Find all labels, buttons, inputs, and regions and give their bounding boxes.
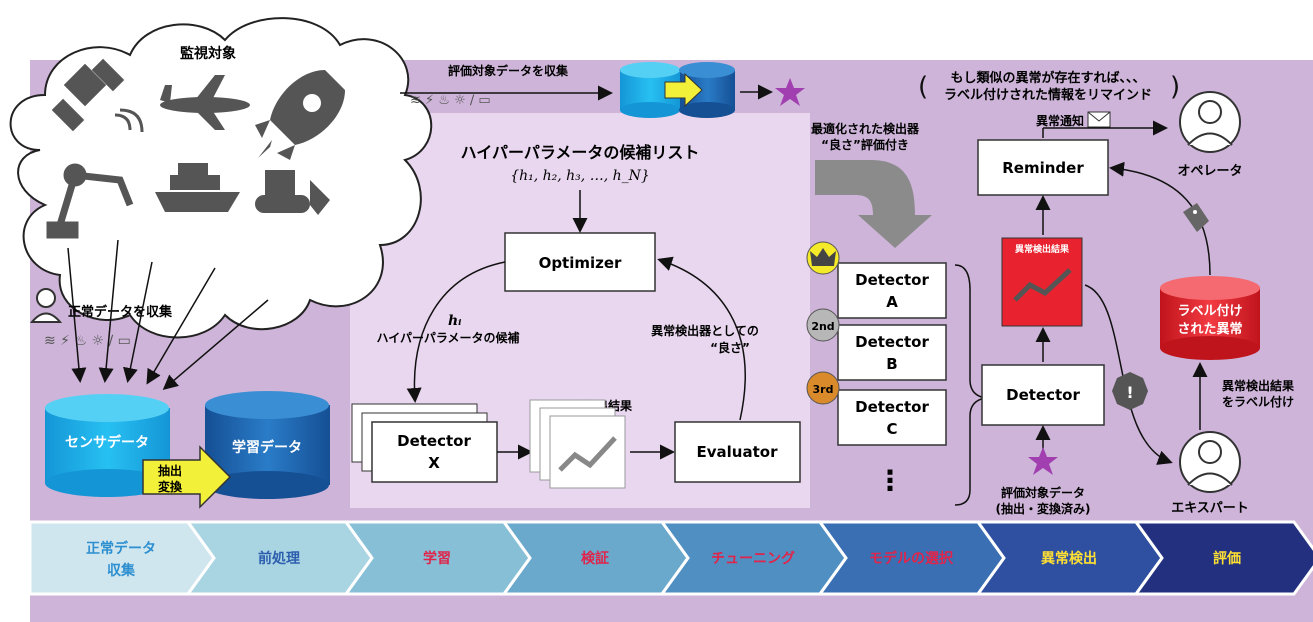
svg-text:Detector: Detector xyxy=(855,333,929,351)
mail-icon xyxy=(1087,111,1111,128)
star-icon-right xyxy=(1028,447,1058,475)
detector-c-box: Detector C xyxy=(837,389,947,446)
hi-label: hᵢ xyxy=(448,313,462,329)
expert-label: エキスパート xyxy=(1171,501,1249,516)
second-badge: 2nd xyxy=(806,308,840,342)
svg-text:≋ ⚡ ♨ ☼ ∕ ▭: ≋ ⚡ ♨ ☼ ∕ ▭ xyxy=(410,93,491,108)
svg-text:Reminder: Reminder xyxy=(1002,159,1084,177)
optimizer-box: Optimizer xyxy=(504,232,656,292)
evaluator-box: Evaluator xyxy=(674,421,801,483)
hp-candidate-label: ハイパーパラメータの候補 xyxy=(376,330,519,345)
svg-text:2nd: 2nd xyxy=(811,320,834,333)
rocket-icon xyxy=(255,70,345,160)
remind-text-2: ラベル付けされた情報をリマインド xyxy=(944,87,1152,103)
svg-text:A: A xyxy=(886,293,898,311)
svg-text:): ) xyxy=(1170,72,1180,102)
svg-text:ラベル付け: ラベル付け xyxy=(1177,303,1242,319)
evaluator-to-optimizer-arrow xyxy=(657,256,746,421)
svg-text:Detector: Detector xyxy=(397,432,471,450)
goodness-label-2: “良さ” xyxy=(710,340,750,355)
star-icon xyxy=(775,78,805,106)
hp-list-title: ハイパーパラメータの候補リスト xyxy=(461,143,700,162)
optimized-label-1: 最適化された検出器 xyxy=(811,121,920,136)
label-action-2: をラベル付け xyxy=(1222,394,1294,409)
optimized-label-2: “良さ”評価付き xyxy=(821,137,909,152)
hp-list-formula: {h₁, h₂, h₃, …, h_N} xyxy=(510,168,650,184)
detector-a-box: Detector A xyxy=(837,262,947,319)
collect-eval-label: 評価対象データを収集 xyxy=(448,63,569,78)
sensor-icons-top: ≋ ⚡ ♨ ☼ ∕ ▭ xyxy=(410,93,491,108)
svg-text:学習データ: 学習データ xyxy=(232,439,302,456)
score-chart-icon xyxy=(529,399,626,489)
labeled-anomaly-db: ラベル付け された異常 xyxy=(1160,276,1260,360)
pipeline-step-label: 異常検出 xyxy=(1041,550,1097,567)
svg-text:変換: 変換 xyxy=(158,479,183,494)
cloud-title: 監視対象 xyxy=(180,45,236,62)
crown-badge xyxy=(806,241,840,275)
result-to-expert-arrow xyxy=(1084,284,1173,465)
detector-box: Detector xyxy=(981,364,1105,426)
ship-icon xyxy=(155,163,240,212)
engineer-icon xyxy=(29,288,63,323)
pipeline-step-label: 検証 xyxy=(581,550,609,567)
pipeline-step-label: 学習 xyxy=(423,550,451,567)
label-action-1: 異常検出結果 xyxy=(1222,378,1294,393)
detector-b-box: Detector B xyxy=(837,324,947,381)
svg-text:Detector: Detector xyxy=(1006,386,1080,404)
anomaly-result-card: 異常検出結果 xyxy=(1001,237,1083,327)
collect-normal-label: 正常データを収集 xyxy=(68,304,173,320)
extract-transform-arrow: 抽出 変換 xyxy=(142,445,232,509)
expert-icon xyxy=(1179,431,1241,493)
svg-text:(: ( xyxy=(918,72,928,102)
pipeline-step-label: チューニング xyxy=(711,550,795,567)
notify-label: 異常通知 xyxy=(1036,113,1084,128)
svg-text:3rd: 3rd xyxy=(813,383,834,396)
svg-text:!: ! xyxy=(1126,383,1133,402)
gray-curved-arrow xyxy=(815,160,932,248)
svg-text:センサデータ: センサデータ xyxy=(65,434,149,451)
collect-arrows xyxy=(67,239,269,390)
svg-text:Detector: Detector xyxy=(855,271,929,289)
eval-data-label-2: (抽出・変換済み) xyxy=(996,501,1091,516)
sensor-icons-left: ≋ ⚡ ♨ ☼ ∕ ▭ xyxy=(44,333,131,349)
cloud-monitored-targets: 監視対象 xyxy=(9,17,433,339)
robot-arm-icon xyxy=(46,163,134,239)
pipeline-step-label: 前処理 xyxy=(258,550,300,567)
svg-text:B: B xyxy=(886,355,897,373)
svg-text:された異常: された異常 xyxy=(1177,321,1242,337)
svg-text:C: C xyxy=(886,420,897,438)
pipeline-step-label: モデルの選択 xyxy=(869,550,954,567)
svg-text:Optimizer: Optimizer xyxy=(539,254,622,272)
svg-text:抽出: 抽出 xyxy=(158,463,182,478)
svg-text:Evaluator: Evaluator xyxy=(697,443,779,461)
tag-icon xyxy=(1183,203,1209,232)
third-badge: 3rd xyxy=(806,371,840,405)
operator-label: オペレータ xyxy=(1177,164,1242,179)
svg-text:異常検出結果: 異常検出結果 xyxy=(1015,243,1070,255)
reminder-box: Reminder xyxy=(977,139,1109,196)
detector-x-box: Detector X xyxy=(351,403,498,483)
bulldozer-icon xyxy=(255,170,330,215)
pipeline-step-label: 収集 xyxy=(107,562,136,579)
svg-text:X: X xyxy=(428,454,440,472)
pipeline-step-label: 正常データ xyxy=(86,540,156,557)
eval-db-cylinders xyxy=(620,62,735,118)
svg-text:Detector: Detector xyxy=(855,398,929,416)
pipeline-step-8 xyxy=(1133,520,1313,596)
pipeline-step-label: 評価 xyxy=(1213,550,1241,567)
eval-data-label-1: 評価対象データ xyxy=(1001,485,1085,500)
airplane-icon xyxy=(160,75,250,130)
more-detectors-dots: ⋮ xyxy=(876,464,904,497)
optimizer-to-detector-arrow xyxy=(406,261,506,403)
training-data-db: 学習データ xyxy=(205,391,330,499)
pipeline-step-1 xyxy=(28,520,216,596)
operator-icon xyxy=(1179,91,1241,153)
goodness-label-1: 異常検出器としての xyxy=(651,323,759,338)
remind-text-1: もし類似の異常が存在すれば、、、 xyxy=(950,70,1145,86)
alert-icon: ! xyxy=(1112,372,1148,410)
